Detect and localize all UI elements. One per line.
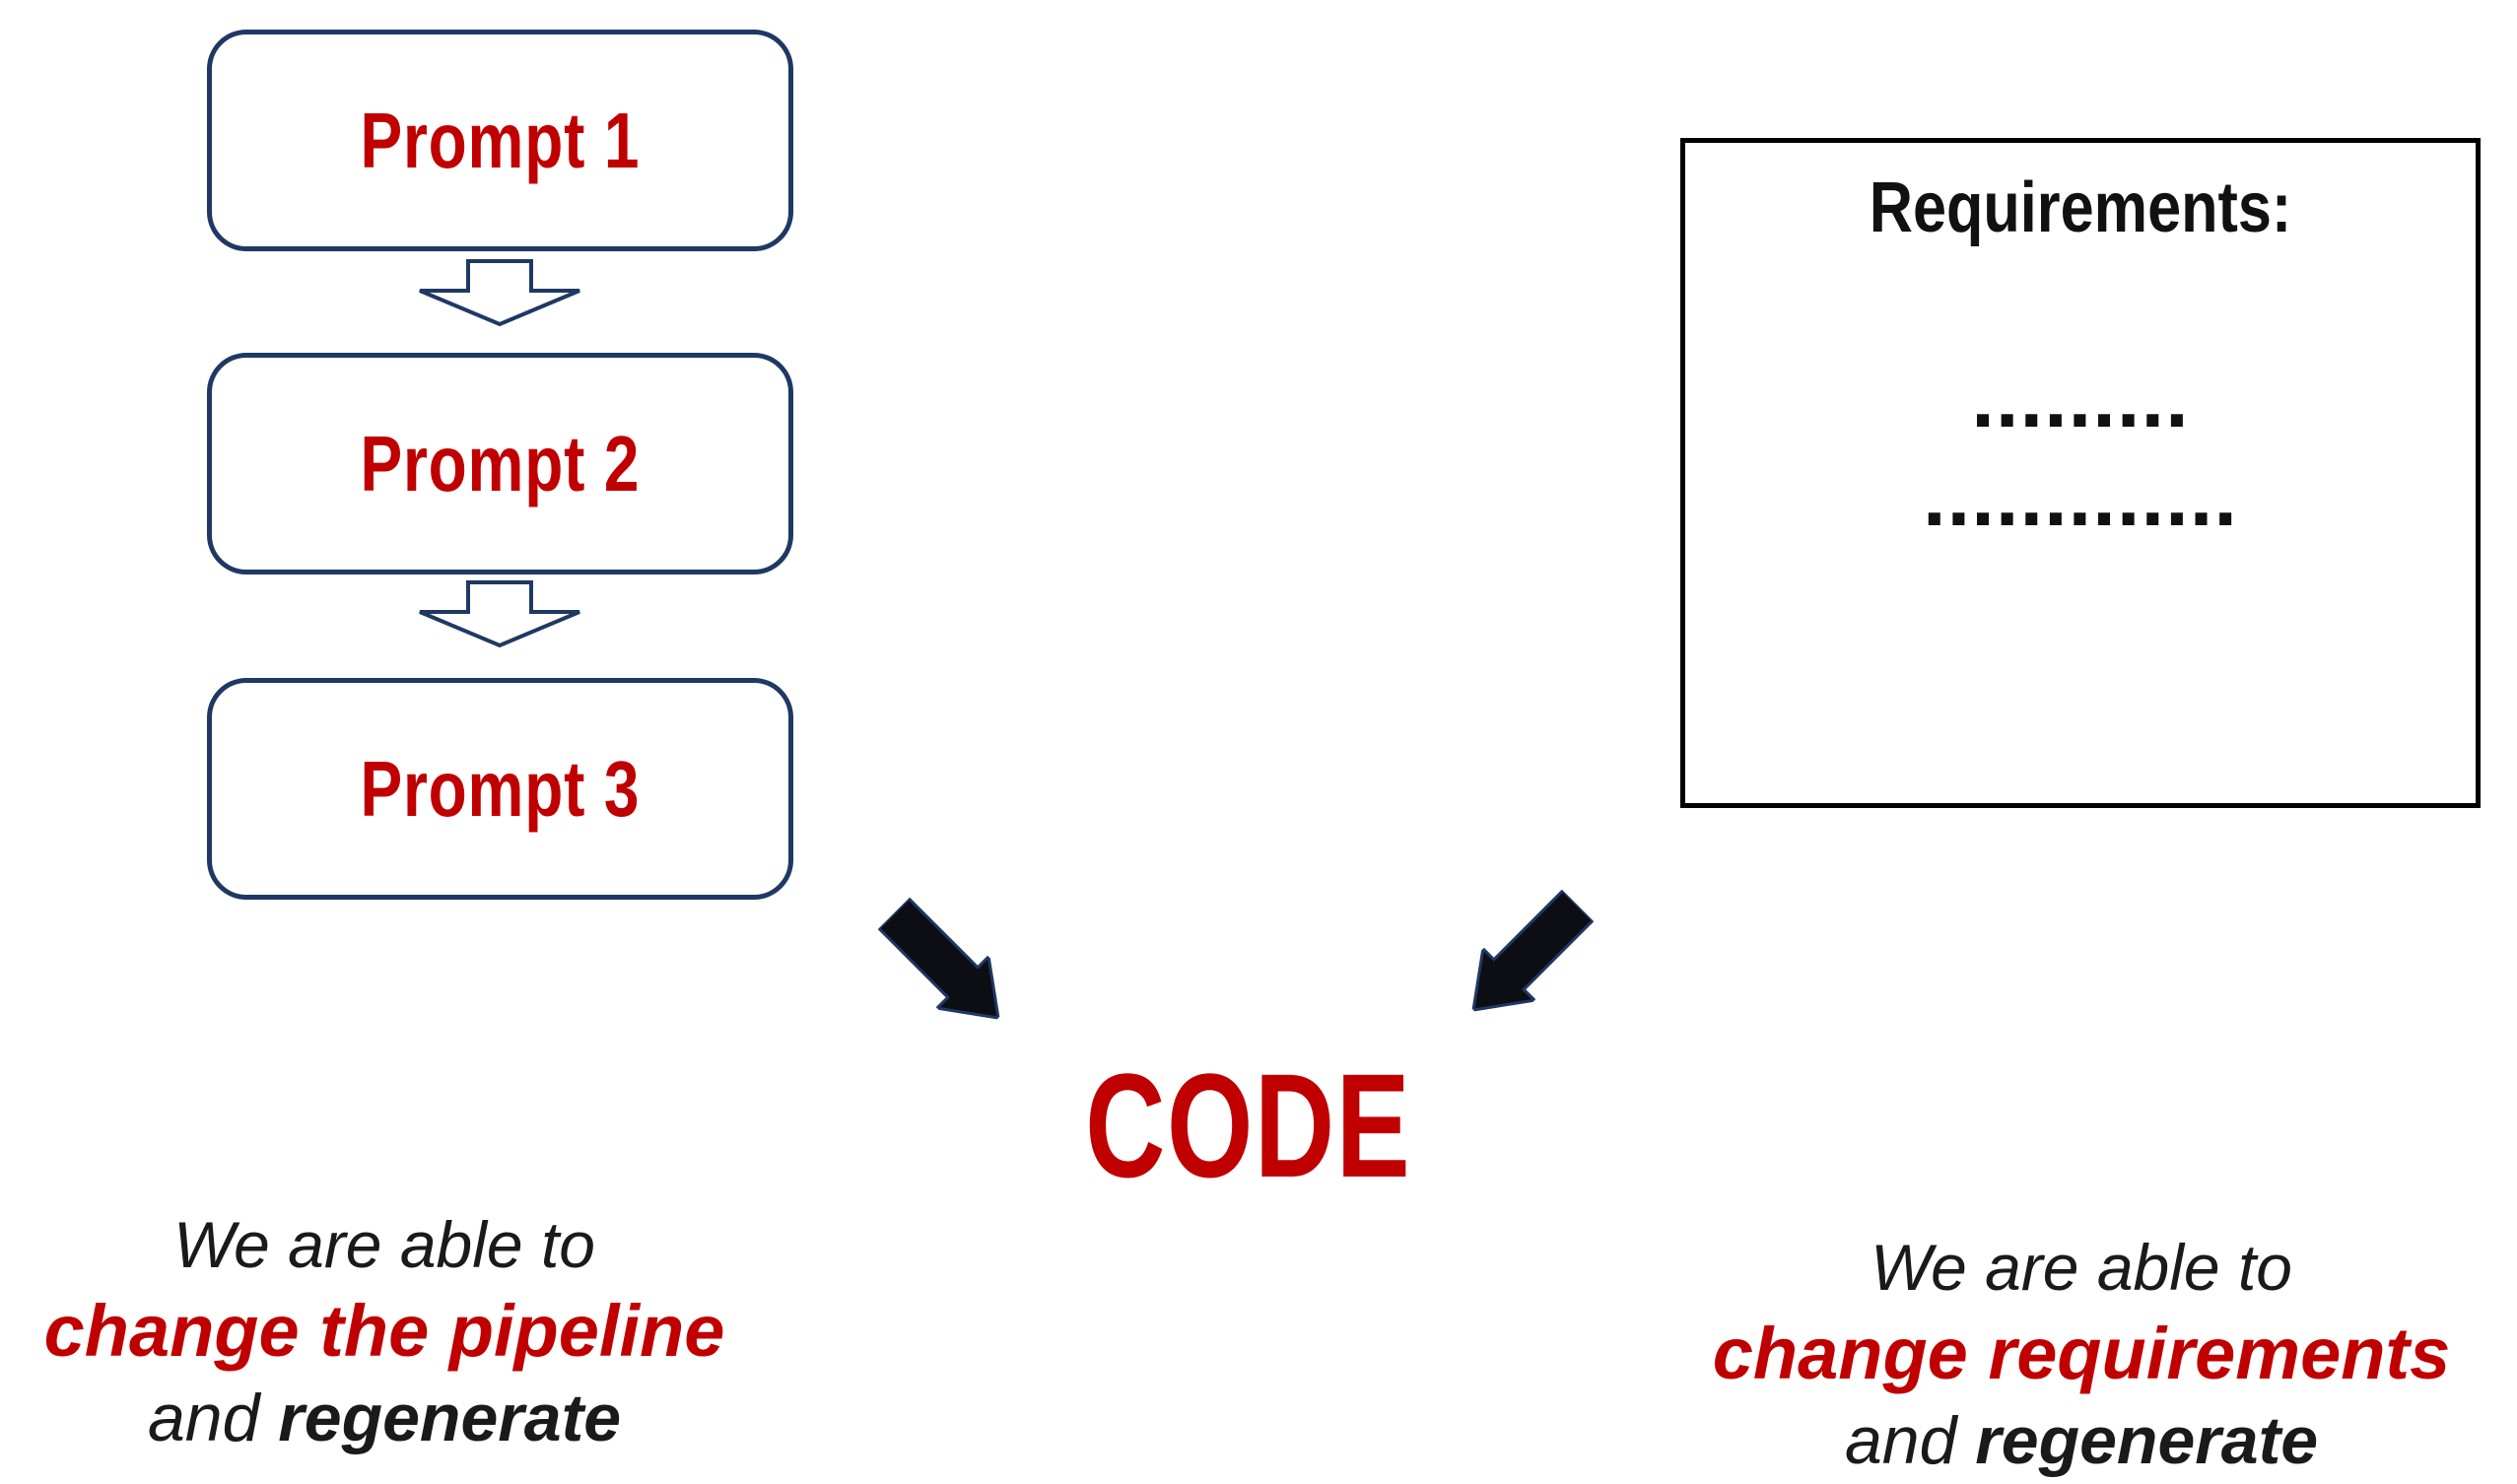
right-caption-line-1: We are able to	[1870, 1231, 2293, 1304]
diagonal-arrow-icon-right	[1414, 846, 1637, 1069]
right-caption-line-3-normal: and	[1844, 1403, 1976, 1478]
prompt-box-3: Prompt 3	[207, 678, 793, 900]
left-caption: We are able to change the pipeline and r…	[15, 1201, 754, 1461]
prompt-box-2: Prompt 2	[207, 353, 793, 574]
right-caption: We are able to change requirements and r…	[1687, 1224, 2476, 1484]
right-caption-line-3: and regenerate	[1687, 1397, 2476, 1484]
left-caption-line-3: and regenerate	[15, 1375, 754, 1461]
requirements-title: Requirements:	[1869, 169, 2292, 247]
down-block-arrow-icon-2	[417, 579, 582, 648]
diagonal-arrow-icon-left	[835, 854, 1057, 1077]
requirements-box: Requirements: ......... .............	[1680, 138, 2481, 808]
left-caption-line-1: We are able to	[172, 1208, 596, 1281]
requirements-title-row: Requirements:	[1685, 163, 2476, 273]
requirements-dots-line-2: .............	[1922, 450, 2238, 544]
prompt-box-1: Prompt 1	[207, 30, 793, 251]
right-caption-line-3-bold: regenerate	[1975, 1403, 2319, 1478]
code-label: CODE	[1085, 1043, 1412, 1208]
down-block-arrow-icon-1	[417, 258, 582, 327]
prompt-box-3-label: Prompt 3	[360, 744, 641, 833]
left-caption-line-3-normal: and	[147, 1381, 279, 1455]
requirements-dots-line-1: .........	[1971, 352, 2190, 445]
right-caption-line-2: change requirements	[1712, 1313, 2451, 1394]
code-label-wrap: CODE	[1002, 1043, 1495, 1208]
left-caption-line-2: change the pipeline	[43, 1290, 725, 1372]
prompt-box-1-label: Prompt 1	[360, 96, 641, 184]
prompt-box-2-label: Prompt 2	[360, 419, 641, 507]
left-caption-line-3-bold: regenerate	[278, 1381, 622, 1455]
